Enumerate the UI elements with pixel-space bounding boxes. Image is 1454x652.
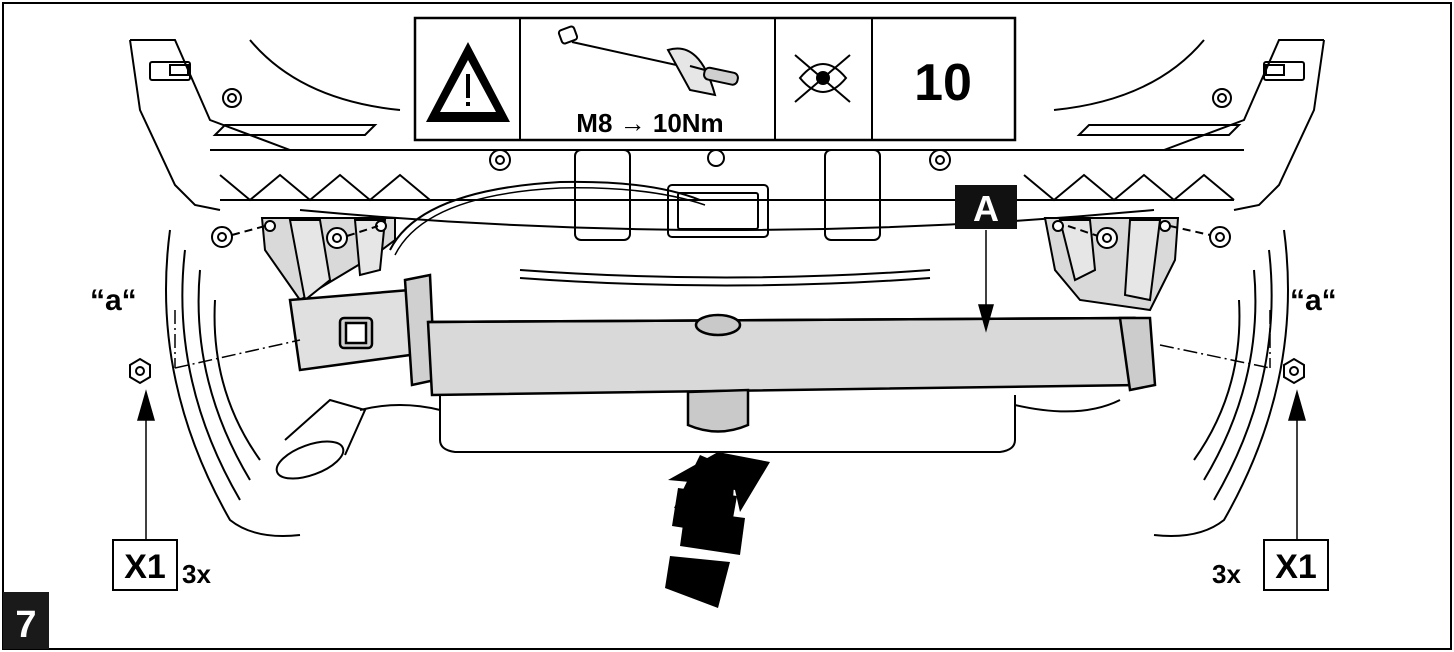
left-mounting-bracket — [260, 217, 396, 302]
x1-leader-arrows — [137, 389, 1306, 540]
part-a-label-box: A — [955, 185, 1017, 229]
dim-a-right: “a“ — [1290, 284, 1337, 317]
dim-a-left: “a“ — [90, 284, 137, 317]
step-number-badge: 7 — [3, 592, 49, 649]
wiring-cable — [389, 180, 701, 251]
left-tyre — [165, 229, 301, 537]
wiring-cable-inner — [394, 187, 706, 256]
car-body-outline — [129, 39, 1325, 287]
warning-triangle-icon — [426, 42, 510, 122]
tow-bar-crossbar — [288, 273, 1157, 433]
qty-right: 3x — [1212, 559, 1241, 589]
part-a-label: A — [973, 188, 999, 229]
right-mounting-bracket — [1043, 217, 1180, 312]
eye-inspect-icon — [794, 54, 851, 103]
right-tyre — [1153, 229, 1289, 537]
x1-right-label: X1 — [1275, 548, 1317, 586]
bolt-guide-dashes — [231, 225, 1211, 237]
x1-left-label: X1 — [124, 548, 166, 586]
dimension-lines-a — [174, 310, 1271, 369]
qty-left: 3x — [182, 559, 211, 589]
torque-callout-box: M8 → 10Nm 10 — [413, 16, 1017, 142]
part-a-leader — [978, 230, 994, 333]
step-number: 7 — [15, 604, 36, 646]
x1-left-box: X1 — [112, 539, 178, 591]
inspection-number: 10 — [914, 54, 972, 112]
left-nut-x1 — [129, 357, 151, 385]
right-nut-x1 — [1283, 357, 1305, 385]
torque-label: M8 → 10Nm — [576, 108, 723, 138]
x1-right-box: X1 — [1263, 539, 1329, 591]
exhaust-muffler — [275, 395, 1121, 480]
insertion-direction-arrow — [665, 452, 770, 608]
bracket-bolts — [211, 220, 1231, 249]
torque-wrench-icon — [557, 25, 739, 97]
